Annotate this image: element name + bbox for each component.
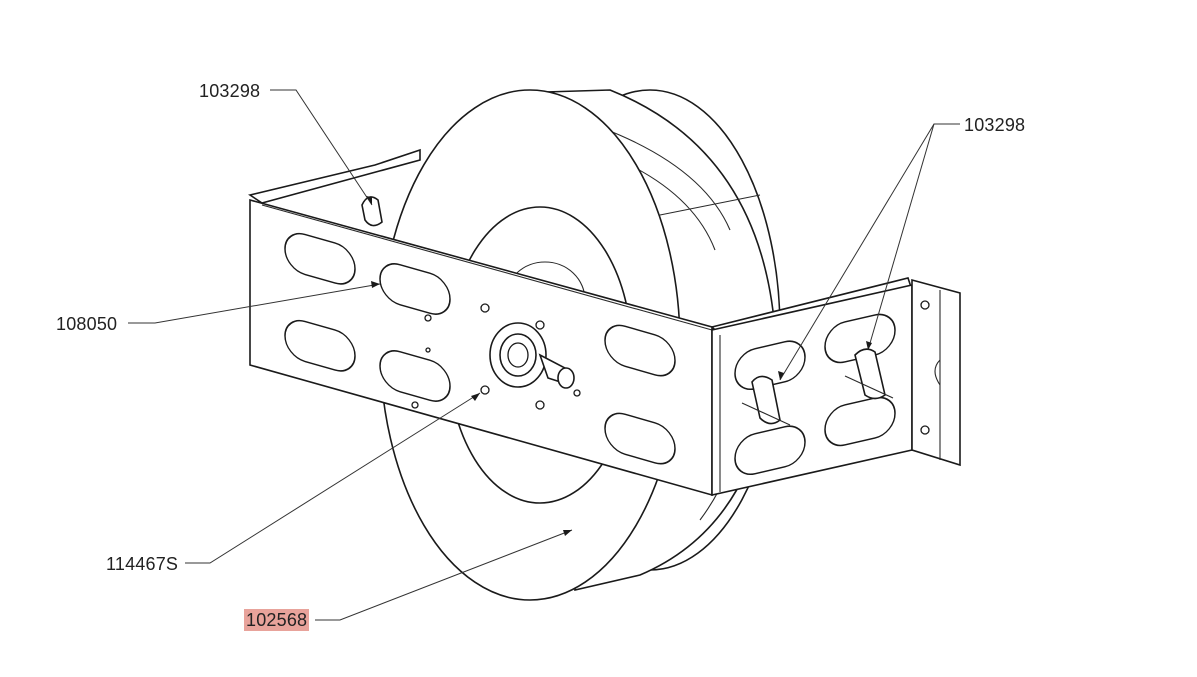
callout-103298-top-left: 103298	[199, 81, 261, 101]
callout-102568-highlighted[interactable]: 102568	[244, 609, 310, 631]
hose-clip-right-b	[844, 348, 894, 400]
leader-lines	[128, 89, 960, 621]
callout-108050: 108050	[56, 314, 118, 334]
callout-114467s: 114467S	[106, 554, 179, 574]
mounting-bracket	[248, 148, 961, 497]
axle-hub	[489, 322, 575, 389]
hose-clip-left	[361, 196, 383, 227]
callout-103298-top-right: 103298	[964, 115, 1026, 135]
hose-clip-right-a	[741, 375, 791, 426]
